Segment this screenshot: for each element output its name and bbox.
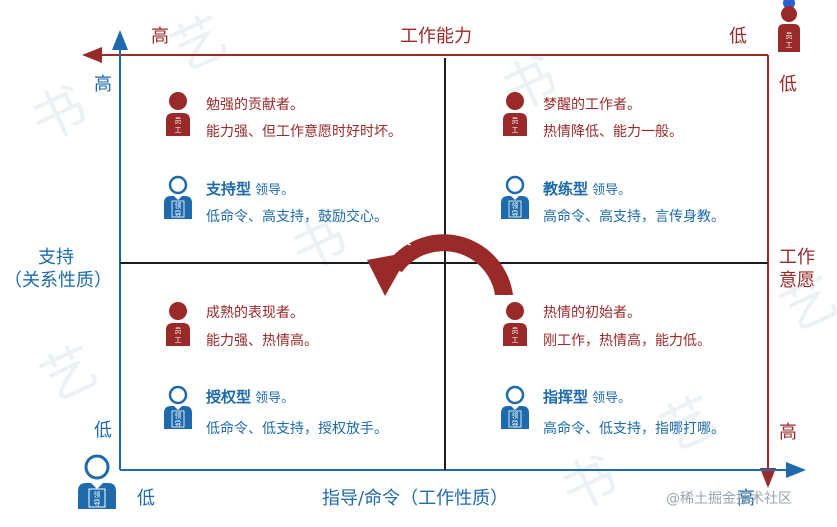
style-suffix: 领导。 xyxy=(588,183,632,198)
leader-icon: 领 导 xyxy=(164,175,192,219)
style-suffix: 领导。 xyxy=(251,183,295,198)
badge-text: 导 xyxy=(175,420,182,428)
badge-text: 导 xyxy=(512,210,519,218)
arrow-char: 发 xyxy=(430,218,444,233)
badge-text: 领 xyxy=(175,411,182,420)
arrow-char: 展 xyxy=(399,233,411,247)
employee-icon: 员 工 xyxy=(166,302,190,346)
employee-type-text: 勉强的贡献者。 xyxy=(206,97,304,113)
employee-icon: 员 工 xyxy=(166,92,190,136)
employee-desc-text: 能力强、热情高。 xyxy=(206,333,318,349)
bottom-axis-title: 指导/命令（工作性质） xyxy=(322,488,509,509)
badge-text: 领 xyxy=(512,201,519,210)
style-suffix: 领导。 xyxy=(251,391,295,406)
badge-text: 领 xyxy=(512,411,519,420)
style-desc-text: 低命令、高支持，鼓励交心。 xyxy=(206,209,388,225)
employee-icon: 员 工 xyxy=(503,92,527,136)
right-axis-title-line2: 意愿 xyxy=(779,270,815,291)
left-axis-title-line1: 支持 xyxy=(38,247,74,268)
badge-text: 领 xyxy=(175,201,182,210)
badge-text: 导 xyxy=(175,210,182,218)
development-arrowhead xyxy=(367,252,410,296)
employee-type-text: 成熟的表现者。 xyxy=(206,305,304,321)
style-name: 支持型 xyxy=(206,180,252,198)
employee-icon: 员 工 xyxy=(778,0,800,52)
badge-text: 领 xyxy=(94,490,101,499)
leader-icon: 领 导 xyxy=(501,385,529,429)
style-desc-text: 低命令、低支持，授权放手。 xyxy=(206,421,388,437)
right-axis-high-label: 高 xyxy=(779,422,797,443)
leader-icon: 领 导 xyxy=(78,454,116,509)
right-axis-low-label: 低 xyxy=(779,74,797,95)
arrow-char: 工 xyxy=(458,219,470,233)
left-axis-title-line2: （关系性质） xyxy=(4,270,112,291)
badge-text: 工 xyxy=(512,336,519,344)
employee-icon: 员 工 xyxy=(503,302,527,346)
badge-text: 员 xyxy=(512,327,519,335)
site-watermark: @稀土掘金技术社区 xyxy=(666,491,792,507)
employee-desc-text: 热情降低、能力一般。 xyxy=(543,124,683,140)
employee-desc-text: 能力强、但工作意愿时好时坏。 xyxy=(206,124,402,140)
left-axis-high-label: 高 xyxy=(94,74,112,95)
left-axis-low-label: 低 xyxy=(94,420,112,441)
style-heading: 指挥型 领导。 xyxy=(543,386,631,407)
badge-text: 工 xyxy=(175,336,182,344)
badge-text: 员 xyxy=(786,32,793,40)
style-name: 教练型 xyxy=(543,180,589,198)
style-name: 授权型 xyxy=(206,388,252,406)
style-heading: 授权型 领导。 xyxy=(206,386,294,407)
vertical-divider xyxy=(444,58,446,470)
leader-icon: 领 导 xyxy=(501,175,529,219)
badge-text: 员 xyxy=(512,117,519,125)
development-arrow: 发 展 工 员 xyxy=(367,218,513,296)
employee-desc-text: 刚工作，热情高，能力低。 xyxy=(543,333,711,349)
bottom-axis-low-label: 低 xyxy=(137,488,155,509)
right-axis-title-line1: 工作 xyxy=(779,247,815,268)
badge-text: 导 xyxy=(94,499,101,507)
horizontal-divider xyxy=(120,262,768,264)
arrow-char: 员 xyxy=(484,233,496,247)
style-heading: 支持型 领导。 xyxy=(206,178,294,199)
bottom-axis-high-label: 高 xyxy=(737,488,755,509)
employee-type-text: 热情的初始者。 xyxy=(543,305,641,321)
style-desc-text: 高命令、低支持，指哪打哪。 xyxy=(543,421,725,437)
top-axis-low-label: 低 xyxy=(729,26,747,47)
badge-text: 工 xyxy=(786,41,793,49)
style-desc-text: 高命令、高支持，言传身教。 xyxy=(543,209,725,225)
badge-text: 工 xyxy=(175,126,182,134)
badge-text: 员 xyxy=(175,327,182,335)
development-arc xyxy=(385,234,513,295)
style-suffix: 领导。 xyxy=(588,391,632,406)
top-axis-high-label: 高 xyxy=(151,26,169,47)
badge-text: 员 xyxy=(175,117,182,125)
badge-text: 导 xyxy=(512,420,519,428)
style-heading: 教练型 领导。 xyxy=(543,178,631,199)
top-axis-title: 工作能力 xyxy=(400,26,472,47)
employee-type-text: 梦醒的工作者。 xyxy=(543,97,641,113)
leader-icon: 领 导 xyxy=(164,385,192,429)
style-name: 指挥型 xyxy=(543,388,589,406)
badge-text: 工 xyxy=(512,126,519,134)
